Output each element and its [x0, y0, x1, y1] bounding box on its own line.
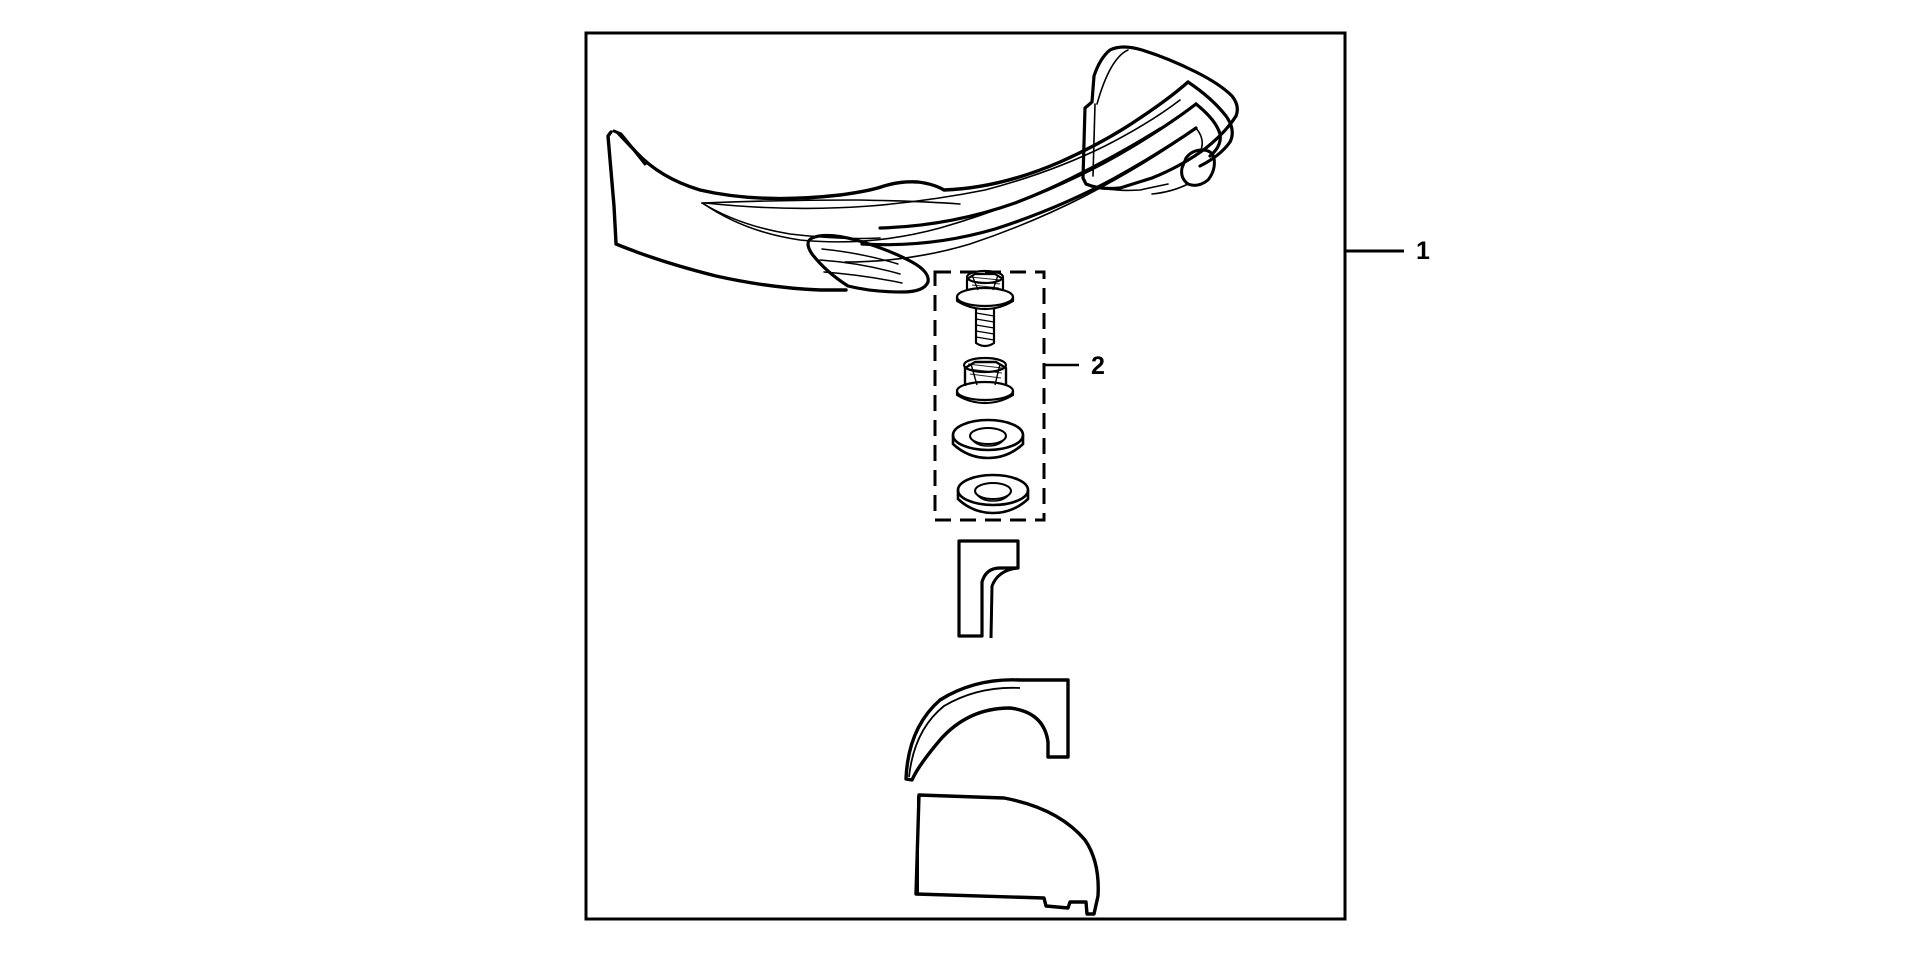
spoiler-vent-line-3	[823, 271, 903, 284]
spoiler-dish-top	[701, 199, 961, 205]
spoiler-right-lower-b	[1151, 183, 1189, 195]
flange-bolt-head	[965, 272, 1005, 291]
spoiler-vent-line-2	[819, 259, 901, 275]
mounting-bracket-inner-edge	[989, 566, 1019, 639]
spoiler-right-tail-outer	[1186, 80, 1234, 168]
arch-bracket	[904, 678, 1070, 782]
callout-1: 1	[1346, 237, 1430, 265]
lower-fender-outline	[914, 793, 1100, 916]
flange-bolt-threads	[975, 312, 995, 341]
washer-lower-outer-side	[956, 490, 1030, 515]
washer-lower-bore	[974, 482, 1012, 500]
flange-nut-top	[962, 356, 1008, 374]
mounting-bracket-outline	[957, 539, 1020, 638]
lower-fender-panel	[914, 793, 1100, 916]
spoiler-mid-contour	[878, 102, 1198, 230]
illustration-border	[584, 31, 1347, 921]
arch-bracket-inner-arc	[908, 686, 1021, 778]
spoiler-wing-outer	[1081, 45, 1239, 191]
washer-upper-bore-side	[969, 435, 1007, 447]
front-under-spoiler	[606, 45, 1239, 294]
callout-2-label: 2	[1091, 352, 1105, 380]
flange-nut-body	[963, 360, 1008, 386]
washer-upper-bore	[969, 427, 1007, 445]
spoiler-crease-upper	[703, 127, 1161, 243]
flange-nut-base-side	[955, 391, 1015, 405]
flange-bolt	[955, 269, 1015, 348]
spoiler-wing-base	[1085, 183, 1169, 192]
spoiler-dish-bottom	[701, 202, 881, 240]
spoiler-vent-outline	[806, 233, 930, 294]
hardware-kit	[933, 269, 1046, 522]
spoiler-right-lower-a	[1195, 127, 1204, 153]
flange-bolt-head-knurl	[969, 276, 1001, 289]
washer-lower-bore-side	[974, 490, 1012, 502]
flange-bolt-washer-side	[955, 297, 1015, 311]
flange-bolt-shank	[974, 308, 996, 348]
arch-bracket-outline	[904, 678, 1070, 782]
callout-1-label: 1	[1416, 237, 1430, 265]
flange-bolt-washer	[955, 286, 1015, 308]
washer-upper-outer-side	[951, 435, 1025, 460]
spoiler-left-endcap	[606, 130, 618, 245]
spoiler-vent-line-1	[821, 248, 899, 265]
mounting-bracket-angular	[957, 539, 1020, 639]
spoiler-right-tail-inner	[1194, 102, 1222, 158]
washer-upper	[951, 418, 1025, 460]
spoiler-wing-inner-edge	[1092, 103, 1096, 177]
spoiler-contour-a	[704, 99, 1181, 210]
washer-lower	[956, 473, 1030, 515]
flange-nut-knurl	[967, 363, 1003, 379]
spoiler-wing-inner-top	[1096, 49, 1129, 105]
spoiler-top-edge	[616, 80, 1190, 201]
callout-2: 2	[1044, 352, 1105, 380]
flange-nut	[955, 356, 1015, 405]
spoiler-bottom-edge	[614, 242, 848, 292]
spoiler-lower-contour	[860, 126, 1198, 247]
